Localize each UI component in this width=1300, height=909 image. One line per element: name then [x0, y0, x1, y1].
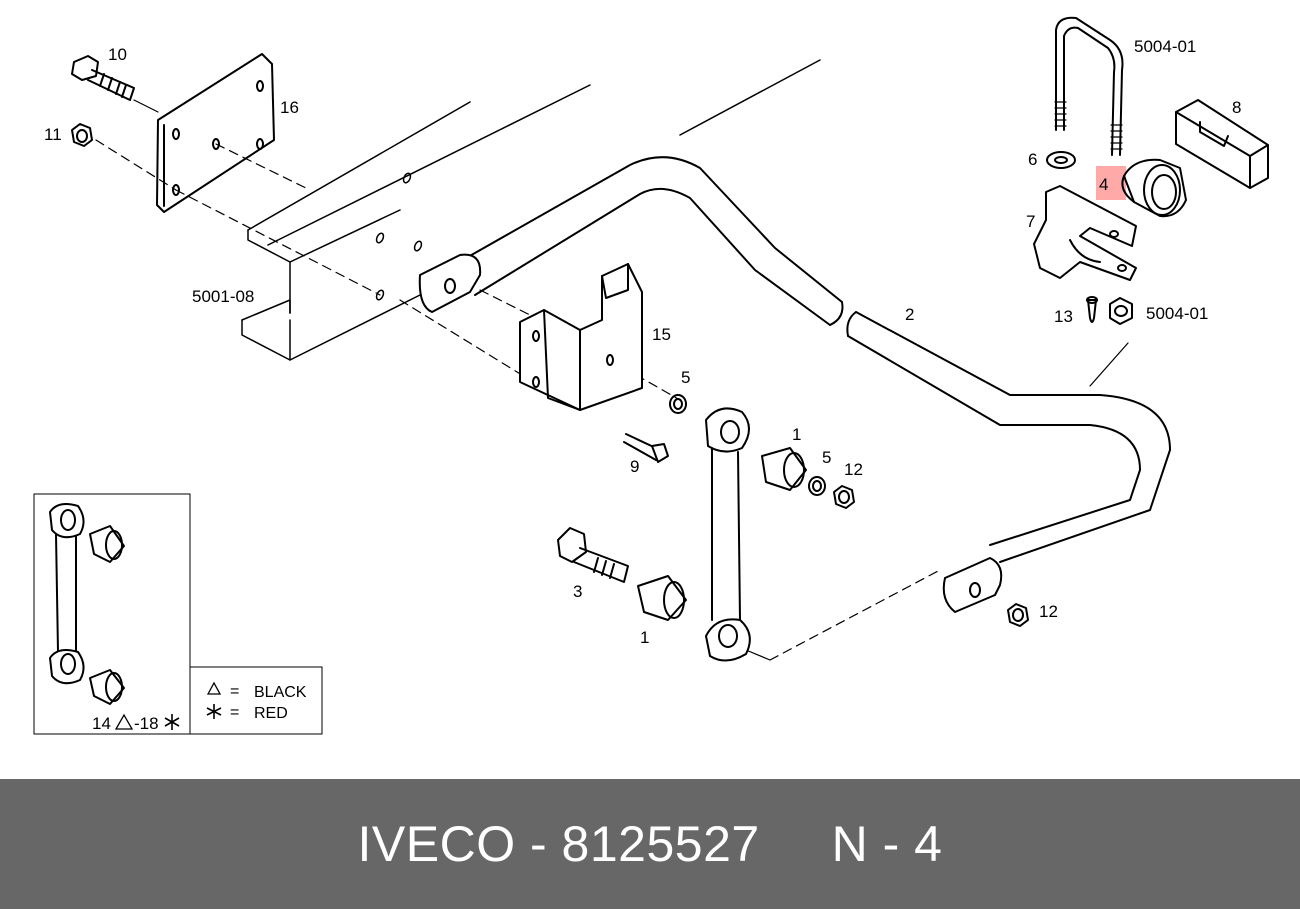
color-legend: = BLACK = RED [206, 681, 307, 722]
callout-12a: 12 [844, 460, 863, 479]
bushing-1a [761, 447, 807, 491]
bracket-15 [519, 263, 643, 411]
callout-5004-01-bottom: 5004-01 [1146, 304, 1208, 323]
callout-6: 6 [1028, 150, 1037, 169]
bolt-3 [557, 527, 629, 583]
inset-box [33, 493, 323, 735]
asterisk-icon [206, 704, 222, 719]
dash-lines [95, 139, 941, 661]
callout-5a: 5 [681, 368, 690, 387]
inset-label: 14 -18 [92, 713, 180, 733]
bracket-7 [1033, 185, 1137, 281]
inset-label-prefix: 14 [92, 714, 111, 733]
callout-5004-01-top: 5004-01 [1134, 37, 1196, 56]
legend-equals-red: = [230, 704, 239, 721]
callout-4: 4 [1099, 175, 1108, 194]
callout-5001-08: 5001-08 [192, 287, 254, 306]
bolt-9 [623, 433, 669, 463]
u-bolt [1054, 16, 1124, 156]
callout-8: 8 [1232, 98, 1241, 117]
screw-13 [1086, 296, 1098, 323]
bolt-10 [71, 55, 135, 101]
nut-12a [833, 485, 855, 509]
callout-11: 11 [44, 125, 62, 144]
bushing-4 [1096, 158, 1187, 218]
washer-6 [1046, 151, 1076, 169]
link-rod [705, 407, 751, 662]
nut-12b [1007, 603, 1029, 627]
bushing-1b [637, 575, 687, 621]
callout-3: 3 [573, 582, 582, 601]
inset-link [49, 503, 125, 705]
callout-12b: 12 [1039, 602, 1058, 621]
legend-black-label: BLACK [254, 684, 307, 701]
washer-5b [808, 476, 826, 496]
callout-7: 7 [1026, 212, 1035, 231]
triangle-icon [114, 713, 134, 730]
callout-1a: 1 [792, 425, 801, 444]
callout-5b: 5 [822, 448, 831, 467]
triangle-icon [206, 681, 222, 695]
frame-rail [241, 59, 821, 361]
legend-equals-black: = [230, 683, 239, 700]
stabilizer-bar-2 [418, 156, 1171, 613]
footer-bar: IVECO - 8125527 N - 4 [0, 779, 1300, 909]
callout-10: 10 [108, 45, 127, 64]
legend-red-label: RED [254, 705, 288, 722]
callout-labels: 10 16 11 5001-08 15 5 9 1 5 12 3 1 12 2 … [44, 37, 1241, 647]
callout-2: 2 [905, 305, 914, 324]
block-8 [1175, 99, 1269, 189]
nut-11 [71, 123, 93, 147]
callout-9: 9 [630, 457, 639, 476]
plate-16 [156, 53, 275, 213]
inset-label-middle: -18 [134, 714, 159, 733]
part-number-caption: IVECO - 8125527 N - 4 [357, 816, 943, 872]
washer-5a [669, 394, 687, 414]
callout-15: 15 [652, 325, 671, 344]
parts-diagram: 10 16 11 5001-08 15 5 9 1 5 12 3 1 12 2 … [33, 16, 1269, 735]
callout-13: 13 [1054, 307, 1073, 326]
callout-16: 16 [280, 98, 299, 117]
nut-5004-01 [1109, 297, 1133, 325]
callout-1b: 1 [640, 628, 649, 647]
asterisk-icon [164, 714, 180, 730]
